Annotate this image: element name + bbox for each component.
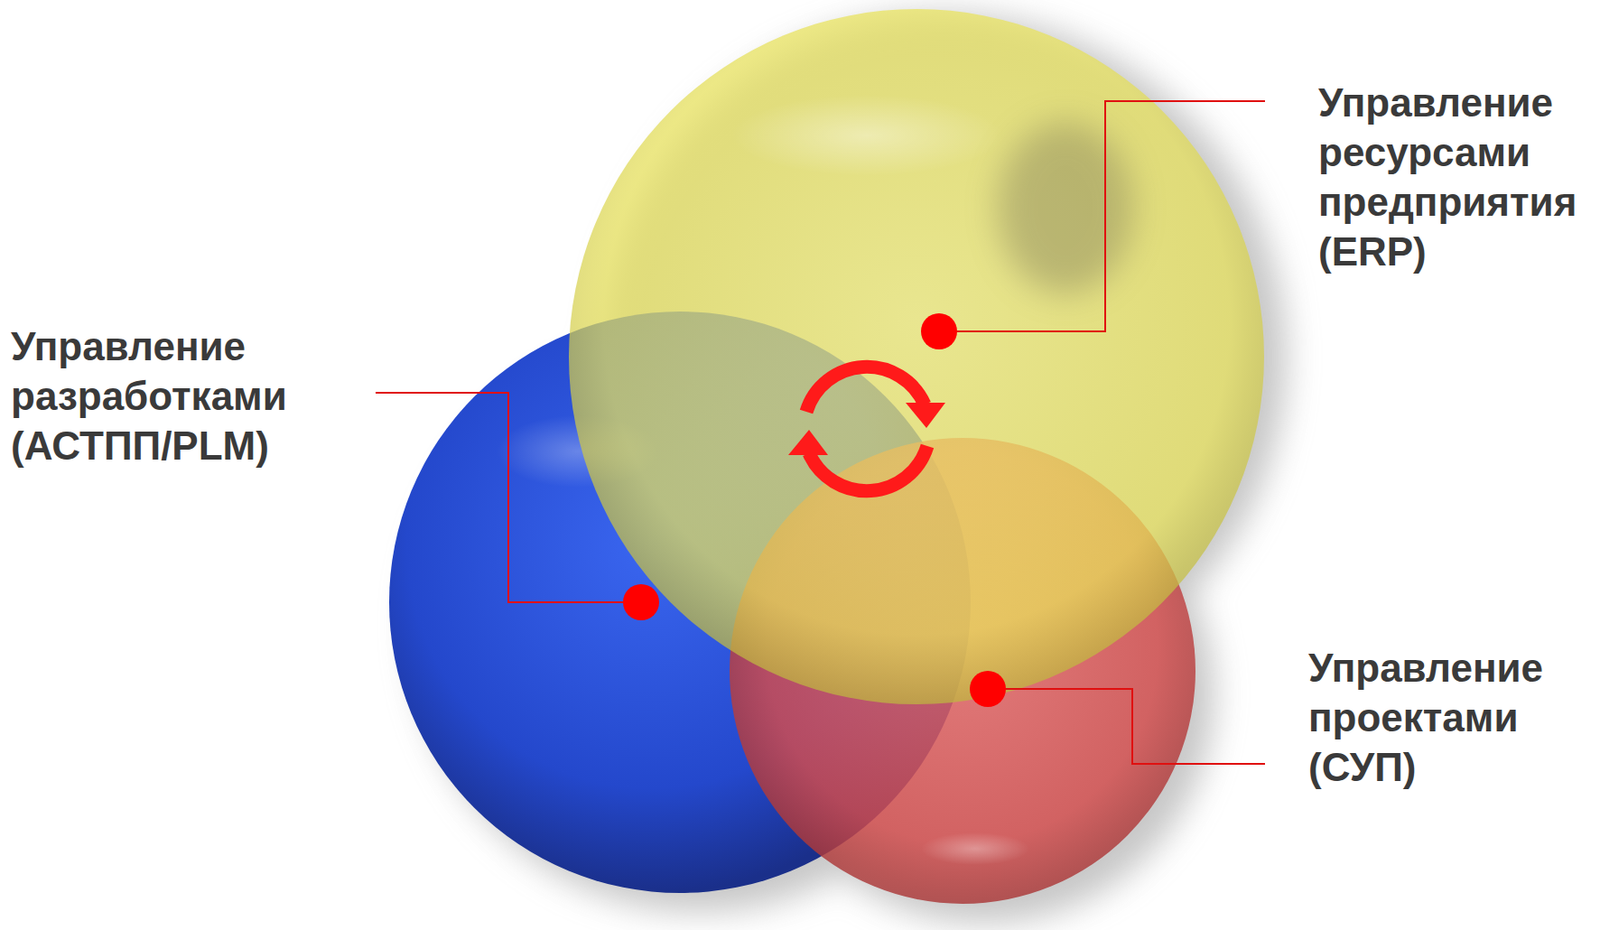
sphere-node: Управление разработками (АСТПП/PLM) (10, 321, 288, 471)
cycle-arrowheads (788, 402, 946, 456)
leader-dots (623, 313, 1006, 707)
plm-label: Управление разработками (АСТПП/PLM) (10, 321, 288, 471)
pm-label: Управление проектами (СУП) (1308, 642, 1544, 792)
erp-label: Управление ресурсами предприятия (ERP) (1318, 77, 1577, 277)
yellow-sphere (568, 9, 1265, 705)
cycle-arrow (806, 366, 928, 491)
leader-lines (375, 101, 1266, 764)
sphere-node: Управление ресурсами предприятия (ERP) (1318, 77, 1577, 277)
sphere-node: Управление проектами (СУП) (1308, 642, 1544, 792)
